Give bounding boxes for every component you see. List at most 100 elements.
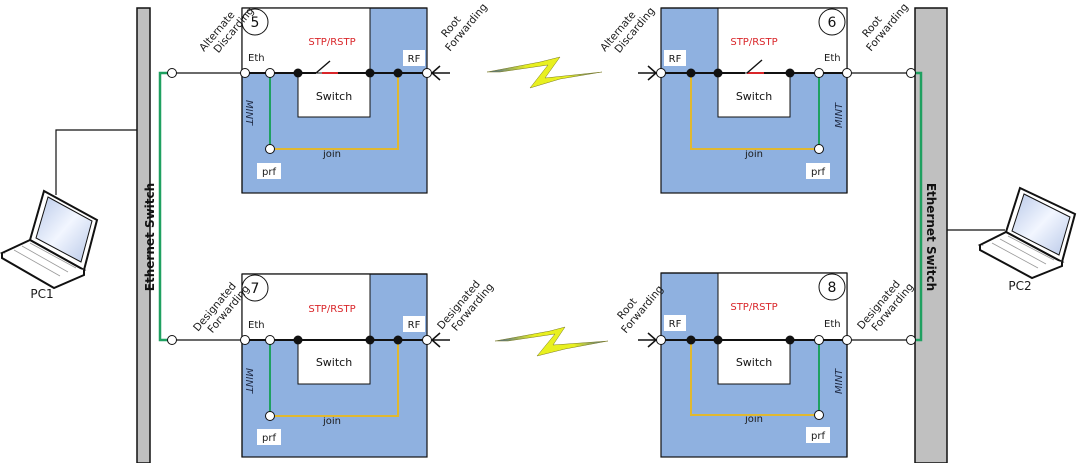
unit-number-badge <box>241 8 269 36</box>
switch-label: Switch <box>316 356 352 369</box>
node-icon <box>393 68 403 78</box>
mint-label: MINT <box>834 102 845 128</box>
prf-label: prf <box>262 167 276 178</box>
pc1-label: PC1 <box>30 287 53 301</box>
port-icon <box>265 68 275 78</box>
node-icon <box>365 335 375 345</box>
unit-5[interactable]: 5 STP/RSTP Eth RF Switch MINT join prf <box>240 7 451 194</box>
antenna-icon <box>638 65 658 81</box>
lightning-icon <box>494 326 609 357</box>
port-icon <box>265 411 275 421</box>
join-link <box>270 340 399 417</box>
prf-label: prf <box>262 433 276 444</box>
wireless-link-top <box>486 56 603 89</box>
mint-label: MINT <box>243 100 254 126</box>
eth-label: Eth <box>248 53 265 64</box>
laptop-icon <box>0 189 99 290</box>
eth-label: Eth <box>248 320 265 331</box>
port-icon <box>906 68 916 78</box>
node-icon <box>293 335 303 345</box>
stp-label: STP/RSTP <box>730 37 777 48</box>
lightning-icon <box>486 56 603 89</box>
rf-label: RF <box>669 54 682 65</box>
port-icon <box>240 335 250 345</box>
svg-text:RootForwarding: RootForwarding <box>610 276 666 336</box>
role-u8-eth: DesignatedForwarding <box>855 273 916 339</box>
role-u8-rf: RootForwarding <box>610 276 666 336</box>
join-link <box>690 340 819 416</box>
unit-number-badge <box>818 273 846 301</box>
ethernet-switch-left-label: Ethernet Switch <box>143 183 157 291</box>
join-label: join <box>744 149 763 160</box>
port-icon <box>265 335 275 345</box>
join-label: join <box>322 149 341 160</box>
node-icon <box>393 335 403 345</box>
unit-number-badge <box>818 8 846 36</box>
rf-port-icon <box>656 68 666 78</box>
unit-number-badge <box>241 274 269 302</box>
antenna-icon <box>430 332 450 348</box>
role-u6-rf: AlternateDiscarding <box>598 0 657 62</box>
port-icon <box>814 68 824 78</box>
join-label: join <box>322 416 341 427</box>
port-icon <box>842 335 852 345</box>
svg-text:DesignatedForwarding: DesignatedForwarding <box>435 273 496 339</box>
join-link <box>690 73 819 150</box>
unit-8[interactable]: 8 STP/RSTP Eth RF Switch MINT join prf <box>638 272 852 458</box>
port-icon <box>265 144 275 154</box>
node-icon <box>713 68 723 78</box>
ethernet-switch-right: Ethernet Switch <box>911 7 948 463</box>
join-label: join <box>744 414 763 425</box>
node-icon <box>785 335 795 345</box>
mint-label: MINT <box>834 368 845 394</box>
switch-label: Switch <box>736 90 772 103</box>
join-link <box>270 73 399 150</box>
rf-label: RF <box>408 54 421 65</box>
pc2-label: PC2 <box>1008 279 1031 293</box>
switch-internal-link-left <box>158 71 172 342</box>
svg-text:DesignatedForwarding: DesignatedForwarding <box>855 273 916 339</box>
port-icon <box>814 410 824 420</box>
unit-6[interactable]: 6 STP/RSTP Eth RF Switch MINT join prf <box>638 7 852 194</box>
unit-number: 7 <box>251 281 260 297</box>
port-icon <box>240 68 250 78</box>
svg-text:RootForwarding: RootForwarding <box>434 0 490 54</box>
svg-text:AlternateDiscarding: AlternateDiscarding <box>598 0 657 62</box>
port-icon <box>842 68 852 78</box>
node-icon <box>365 68 375 78</box>
open-switch-icon <box>315 60 331 74</box>
svg-text:RootForwarding: RootForwarding <box>855 0 911 54</box>
rf-port-icon <box>422 68 432 78</box>
node-icon <box>686 68 696 78</box>
role-u6-eth: RootForwarding <box>855 0 911 54</box>
stp-label: STP/RSTP <box>308 37 355 48</box>
rf-label: RF <box>408 320 421 331</box>
pc1[interactable]: PC1 <box>0 129 137 301</box>
role-u7-rf: DesignatedForwarding <box>435 273 496 339</box>
eth-label: Eth <box>824 319 841 330</box>
prf-label: prf <box>811 167 825 178</box>
rf-label: RF <box>669 319 682 330</box>
unit-number: 6 <box>828 15 837 31</box>
unit-number: 8 <box>828 280 837 296</box>
ethernet-switch-right-label: Ethernet Switch <box>924 183 938 291</box>
node-icon <box>785 68 795 78</box>
node-icon <box>293 68 303 78</box>
stp-label: STP/RSTP <box>730 302 777 313</box>
ethernet-switch-left: Ethernet Switch <box>136 7 172 463</box>
port-icon <box>814 144 824 154</box>
pc2[interactable]: PC2 <box>947 186 1077 293</box>
port-icon <box>167 335 177 345</box>
unit-7[interactable]: 7 STP/RSTP Eth RF Switch MINT join prf <box>240 273 451 458</box>
switch-label: Switch <box>316 90 352 103</box>
port-icon <box>906 335 916 345</box>
laptop-icon <box>977 186 1077 280</box>
antenna-icon <box>430 65 450 81</box>
wireless-link-bottom <box>494 326 609 357</box>
node-icon <box>713 335 723 345</box>
port-icon <box>814 335 824 345</box>
role-u5-rf: RootForwarding <box>434 0 490 54</box>
switch-label: Switch <box>736 356 772 369</box>
unit-number: 5 <box>251 15 260 31</box>
rf-port-icon <box>656 335 666 345</box>
